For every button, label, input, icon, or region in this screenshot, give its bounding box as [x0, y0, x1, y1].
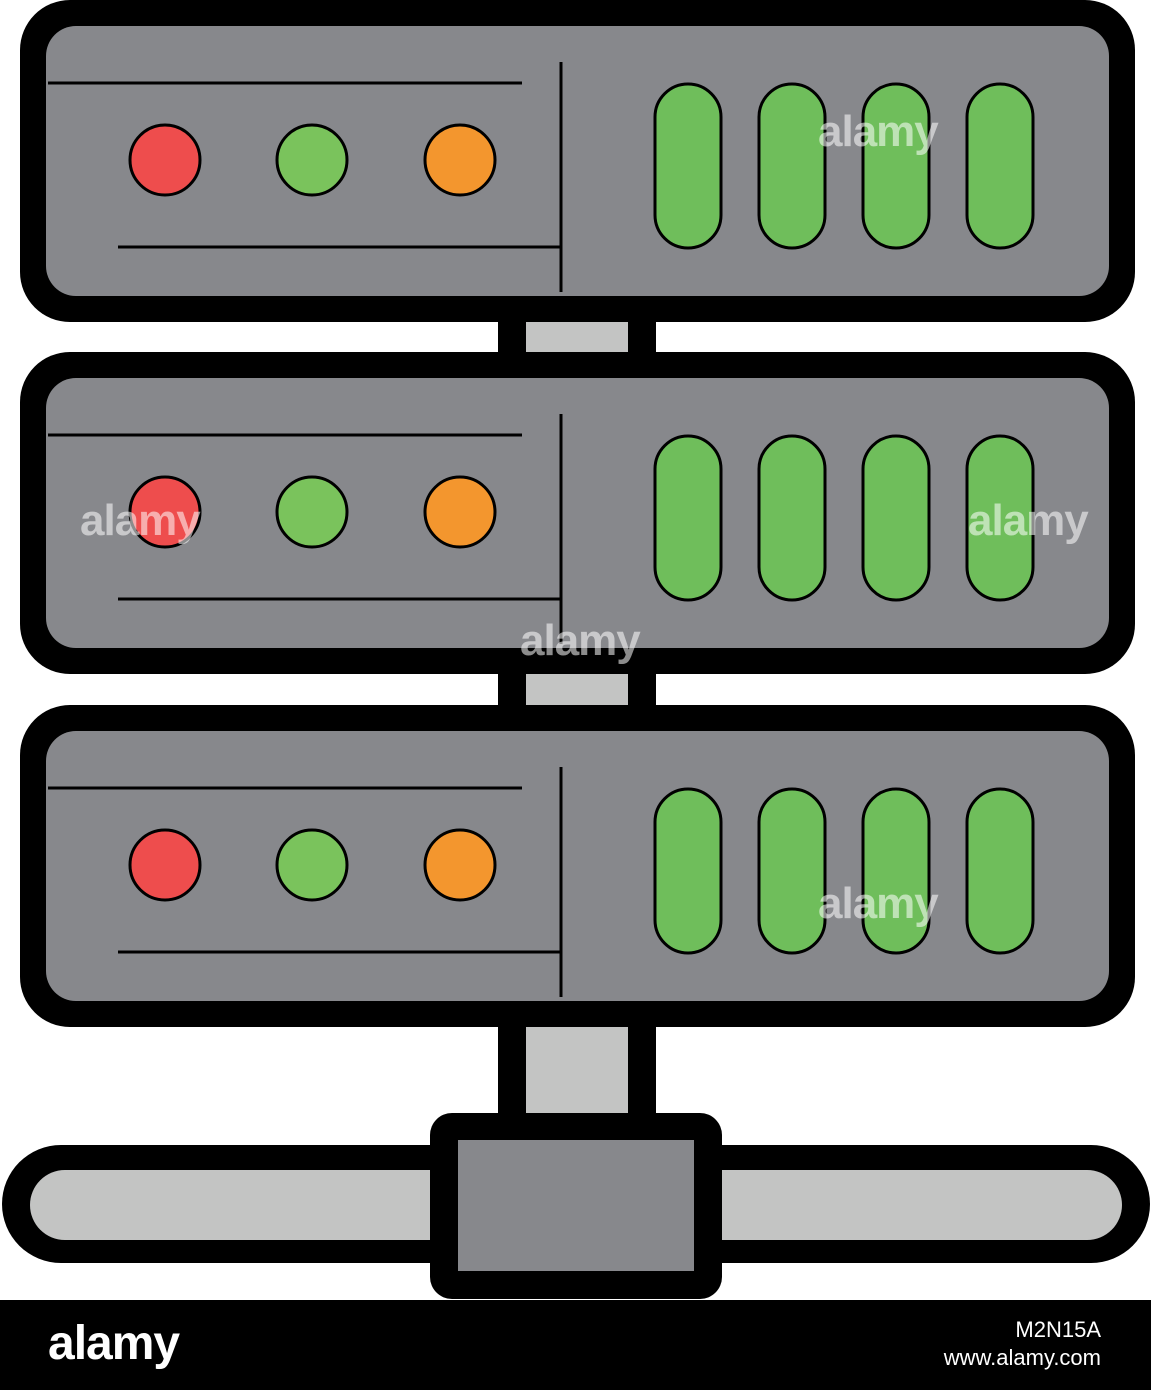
drive-bay	[965, 82, 1035, 250]
footer-logo: alamy	[48, 1317, 180, 1370]
network-connector-icon	[2, 1113, 1150, 1299]
watermark-text: alamy	[818, 107, 939, 156]
footer-image-info: M2N15A www.alamy.com	[944, 1316, 1101, 1372]
status-led-orange	[423, 123, 497, 197]
status-led-orange	[423, 475, 497, 549]
status-led-orange	[423, 828, 497, 902]
watermark-layer: alamy alamy alamy alamy alamy	[80, 107, 1090, 928]
server-unit-icon	[20, 705, 1135, 1027]
server-rack-icon: alamy alamy alamy alamy alamy	[2, 0, 1150, 1299]
drive-bay	[653, 787, 723, 955]
server-unit-icon	[20, 352, 1135, 674]
drive-bay	[757, 787, 827, 955]
drive-bay	[861, 434, 931, 602]
drive-bay	[861, 787, 931, 955]
server-rack-illustration: alamy alamy alamy alamy alamy	[2, 0, 1150, 1299]
drive-bay	[965, 434, 1035, 602]
footer-bar: alamy M2N15A www.alamy.com	[0, 1300, 1151, 1390]
drive-bay	[653, 434, 723, 602]
watermark-text: alamy	[520, 616, 641, 665]
drive-bay	[757, 82, 827, 250]
status-led-red	[128, 123, 202, 197]
site-url: www.alamy.com	[943, 1345, 1101, 1370]
status-led-red	[128, 828, 202, 902]
drive-bay	[965, 787, 1035, 955]
watermark-text: alamy	[968, 496, 1089, 545]
watermark-text: alamy	[80, 496, 201, 545]
watermark-text: alamy	[818, 879, 939, 928]
status-led-red	[128, 475, 202, 549]
image-id: M2N15A	[1015, 1317, 1101, 1342]
drive-bay	[757, 434, 827, 602]
status-led-green	[275, 828, 349, 902]
drive-bay	[653, 82, 723, 250]
status-led-green	[275, 475, 349, 549]
server-unit-icon	[20, 0, 1135, 322]
drive-bay	[861, 82, 931, 250]
status-led-green	[275, 123, 349, 197]
